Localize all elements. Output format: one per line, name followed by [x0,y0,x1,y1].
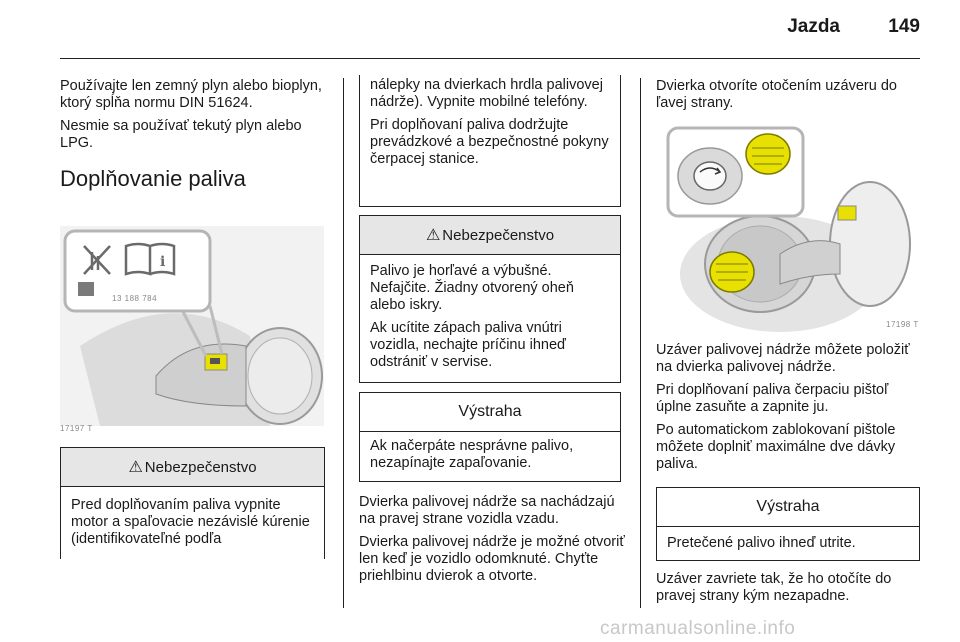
caution-text: Pretečené palivo ihneď utrite. [667,535,856,551]
column-3-bottom: Uzáver zavriete tak, že ho otočíte do pr… [656,571,922,611]
label-part-number: 13 188 784 [112,294,158,303]
figure-code: 17198 T [886,320,919,329]
paragraph: Pri doplňovaní paliva čerpaciu pištoľ úp… [656,382,889,415]
manual-book-icon [124,242,176,276]
danger-box-continued: nálepky na dvierkach hrdla palivovej nád… [359,75,621,207]
caution-box-body: Ak načerpáte nesprávne palivo, nezapínaj… [360,432,620,484]
continued-text-2: Pri doplňovaní paliva dodržujte prevádzk… [370,117,609,167]
danger-box-text: Pred doplňovaním paliva vypnite motor a … [71,497,310,547]
danger-text-1: Palivo je horľavé a výbušné. Nefajčite. … [370,263,574,313]
danger-box-title: Nebezpečenstvo [442,226,555,244]
caution-text: Ak načerpáte nesprávne palivo, nezapínaj… [370,438,574,471]
fuel-cap-illustration [660,124,922,332]
paragraph: Dvierka otvoríte otočením uzáveru do ľav… [656,78,897,111]
running-header-title: Jazda [787,16,840,37]
paragraph: Nesmie sa používať tekutý plyn alebo LPG… [60,118,302,151]
figure-fuel-cap: 17198 T [660,124,922,334]
continued-box-body: nálepky na dvierkach hrdla palivovej nád… [360,75,620,180]
danger-box-header: ⚠ Nebezpečenstvo [360,216,620,255]
figure-code: 17197 T [60,424,93,433]
caution-box-body: Pretečené palivo ihneď utrite. [657,527,919,564]
danger-box-body: Palivo je horľavé a výbušné. Nefajčite. … [360,255,620,383]
column-2-text: Dvierka palivovej nádrže sa nachádzajú n… [359,494,627,591]
warning-triangle-icon: ⚠ [128,459,143,476]
paragraph: Dvierka palivovej nádrže sa nachádzajú n… [359,494,615,527]
warning-triangle-icon: ⚠ [425,227,441,244]
column-rule-1 [343,78,344,608]
caution-box-header: Výstraha [360,393,620,432]
continued-text-1: nálepky na dvierkach hrdla palivovej nád… [370,77,603,110]
caution-box-header: Výstraha [657,488,919,527]
danger-box-header: ⚠ Nebezpečenstvo [61,448,324,487]
danger-box-title: Nebezpečenstvo [144,458,257,476]
caution-box-title: Výstraha [458,403,522,420]
column-1: Používajte len zemný plyn alebo bioplyn,… [60,78,326,210]
rotate-arrow-icon [699,167,722,175]
column-3-text: Uzáver palivovej nádrže môžete položiť n… [656,342,922,479]
paragraph: Používajte len zemný plyn alebo bioplyn,… [60,78,322,111]
watermark-text: carmanualsonline.info [600,618,796,639]
paragraph: Uzáver palivovej nádrže môžete položiť n… [656,342,910,375]
paragraph: Dvierka palivovej nádrže je možné otvori… [359,534,625,584]
fuel-door-illustration: i [60,226,324,426]
paragraph: Uzáver zavriete tak, že ho otočíte do pr… [656,571,892,604]
danger-box-2: ⚠ Nebezpečenstvo Palivo je horľavé a výb… [359,215,621,383]
danger-box-1: ⚠ Nebezpečenstvo Pred doplňovaním paliva… [60,447,325,559]
no-smoking-icon [83,245,111,275]
svg-text:i: i [160,254,165,270]
danger-box-body: Pred doplňovaním paliva vypnite motor a … [61,487,324,560]
caution-box-title: Výstraha [756,498,820,515]
section-title: Doplňovanie paliva [60,166,246,191]
header-rule [60,58,920,59]
column-3-top: Dvierka otvoríte otočením uzáveru do ľav… [656,78,922,118]
caution-box-1: Výstraha Ak načerpáte nesprávne palivo, … [359,392,621,482]
page-number: 149 [888,16,920,37]
column-rule-2 [640,78,641,608]
danger-text-2: Ak ucítite zápach paliva vnútri vozidla,… [370,320,566,370]
paragraph: Po automatickom zablokovaní pištole môže… [656,422,896,472]
caution-box-2: Výstraha Pretečené palivo ihneď utrite. [656,487,920,561]
figure-fuel-door-label: i 13 188 784 17197 T [60,226,324,436]
